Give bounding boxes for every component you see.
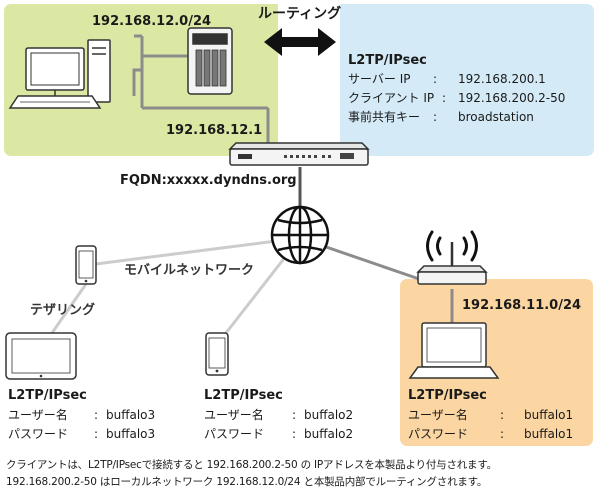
- client2-user-value: buffalo2: [304, 408, 354, 422]
- footer-line-1: クライアントは、L2TP/IPsecで接続すると 192.168.200.2-5…: [6, 459, 497, 471]
- client2-user-sep: :: [292, 408, 297, 422]
- client1-pass-sep: :: [500, 427, 505, 441]
- mobile-network-label: モバイルネットワーク: [124, 263, 255, 278]
- server-info-title: L2TP/IPsec: [348, 53, 427, 68]
- routing-label: ルーティング: [258, 6, 342, 22]
- client1-user-label: ユーザー名: [408, 408, 468, 422]
- client3-pass-sep: :: [94, 427, 99, 441]
- routing-channel: [278, 4, 340, 156]
- client3-user-label: ユーザー名: [8, 408, 68, 422]
- client2-title: L2TP/IPsec: [204, 388, 283, 403]
- router-icon: [228, 142, 370, 166]
- psk-label: 事前共有キー: [348, 110, 421, 124]
- client1-user-sep: :: [500, 408, 505, 422]
- psk-sep: :: [433, 110, 438, 124]
- client-ip-sep: :: [442, 91, 447, 105]
- lan-cables: [132, 34, 270, 147]
- laptop-icon: [408, 322, 500, 379]
- client1-pass-value: buffalo1: [524, 427, 574, 441]
- server-ip-sep: :: [433, 72, 438, 86]
- client3-pass-value: buffalo3: [106, 427, 156, 441]
- client3-title: L2TP/IPsec: [8, 388, 87, 403]
- tablet-icon: [5, 332, 77, 380]
- client2-pass-sep: :: [292, 427, 297, 441]
- client3-user-value: buffalo3: [106, 408, 156, 422]
- client3-pass-label: パスワード: [8, 427, 69, 441]
- server-ip-label: サーバー IP: [348, 72, 411, 86]
- tethering-label: テザリング: [30, 303, 96, 318]
- local-subnet-label: 192.168.12.0/24: [92, 14, 212, 29]
- tethering-link: [50, 283, 88, 334]
- smartphone-icon-2: [205, 332, 229, 376]
- nas-icon: [187, 27, 233, 95]
- client-ip-label: クライアント IP: [348, 91, 435, 105]
- client2-pass-label: パスワード: [204, 427, 265, 441]
- server-ip-value: 192.168.200.1: [458, 72, 546, 86]
- psk-value: broadstation: [458, 110, 534, 124]
- client-ip-value: 192.168.200.2-50: [458, 91, 566, 105]
- client1-user-value: buffalo1: [524, 408, 574, 422]
- smartphone-icon: [75, 245, 97, 285]
- globe-icon: [270, 205, 330, 265]
- client1-title: L2TP/IPsec: [408, 388, 487, 403]
- remote-subnet-label: 192.168.11.0/24: [462, 298, 582, 313]
- double-arrow-icon: [264, 28, 336, 56]
- vpn-server-panel: [306, 4, 594, 156]
- client3-user-sep: :: [94, 408, 99, 422]
- client2-pass-value: buffalo2: [304, 427, 354, 441]
- router-ip-label: 192.168.12.1: [166, 123, 263, 138]
- footer-line-2: 192.168.200.2-50 はローカルネットワーク 192.168.12.…: [6, 476, 488, 488]
- mobile-link-phone: [95, 236, 301, 266]
- client2-user-label: ユーザー名: [204, 408, 264, 422]
- wifi-router-icon: [416, 230, 488, 285]
- desktop-pc-icon: [8, 39, 111, 109]
- client1-pass-label: パスワード: [408, 427, 469, 441]
- fqdn-label: FQDN:xxxxx.dyndns.org: [120, 173, 297, 188]
